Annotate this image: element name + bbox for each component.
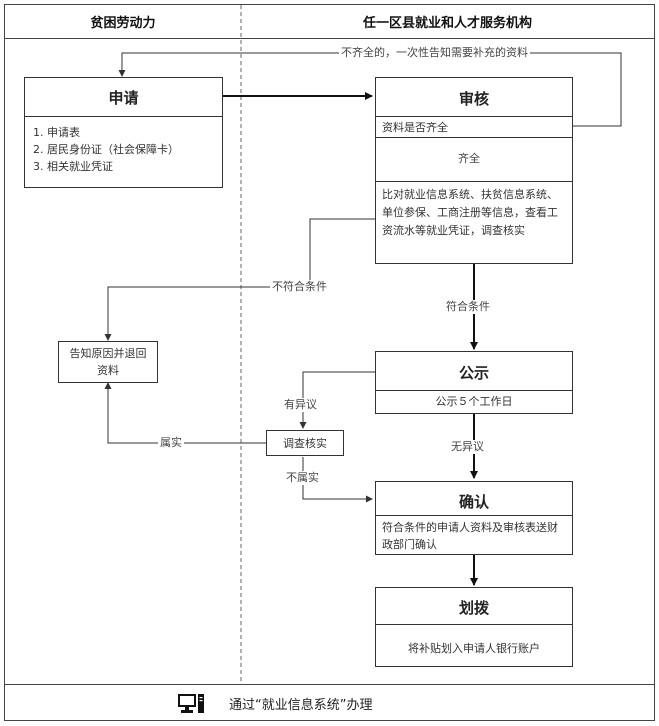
footer-text: 通过“就业信息系统”办理 <box>229 698 373 713</box>
confirm-detail: 符合条件的申请人资料及审核表送财政部门确认 <box>382 521 558 551</box>
allocate-detail: 将补贴划入申请人银行账户 <box>408 642 540 655</box>
investigate-text: 调查核实 <box>283 437 327 450</box>
publicity-title: 公示 <box>458 364 489 382</box>
review-title: 审核 <box>458 90 489 108</box>
apply-title: 申请 <box>108 89 139 107</box>
footer: 通过“就业信息系统”办理 <box>5 685 654 720</box>
review-check: 资料是否齐全 <box>382 121 448 134</box>
label-qualified: 符合条件 <box>444 300 492 314</box>
label-not-true: 不属实 <box>284 471 321 485</box>
label-not-qualified: 不符合条件 <box>270 280 329 294</box>
arrow-incomplete-loop <box>118 52 622 127</box>
apply-item-3: 3. 相关就业凭证 <box>33 160 113 173</box>
arrow-true-case <box>104 382 266 444</box>
allocate-box: 划拨 将补贴划入申请人银行账户 <box>375 587 573 667</box>
apply-item-1: 1. 申请表 <box>33 126 80 139</box>
column-header-right: 任一区县就业和人才服务机构 <box>362 16 532 31</box>
allocate-title: 划拨 <box>458 599 489 617</box>
label-true-case: 属实 <box>158 436 184 450</box>
column-header-left: 贫困劳动力 <box>90 16 156 31</box>
apply-box: 申请 1. 申请表 2. 居民身份证（社会保障卡） 3. 相关就业凭证 <box>24 77 223 188</box>
apply-item-2: 2. 居民身份证（社会保障卡） <box>33 143 179 156</box>
investigate-box: 调查核实 <box>266 430 344 456</box>
publicity-detail: 公示５个工作日 <box>435 395 513 408</box>
computer-icon <box>177 693 205 715</box>
confirm-box: 确认 符合条件的申请人资料及审核表送财政部门确认 <box>375 481 573 555</box>
notify-box: 告知原因并退回资料 <box>58 341 158 383</box>
confirm-title: 确认 <box>458 493 489 511</box>
label-has-objection: 有异议 <box>282 398 319 412</box>
review-compare: 比对就业信息系统、扶贫信息系统、单位参保、工商注册等信息，查看工资流水等就业凭证… <box>382 188 558 237</box>
publicity-box: 公示 公示５个工作日 <box>375 351 573 414</box>
label-incomplete: 不齐全的，一次性告知需要补充的资料 <box>339 46 530 60</box>
label-complete: 齐全 <box>458 152 480 166</box>
outer-frame <box>4 4 655 721</box>
label-no-objection: 无异议 <box>449 440 486 454</box>
review-box: 审核 资料是否齐全 比对就业信息系统、扶贫信息系统、单位参保、工商注册等信息，查… <box>375 77 573 264</box>
arrow-not-qualified <box>104 218 376 341</box>
notify-text: 告知原因并退回资料 <box>69 347 147 377</box>
